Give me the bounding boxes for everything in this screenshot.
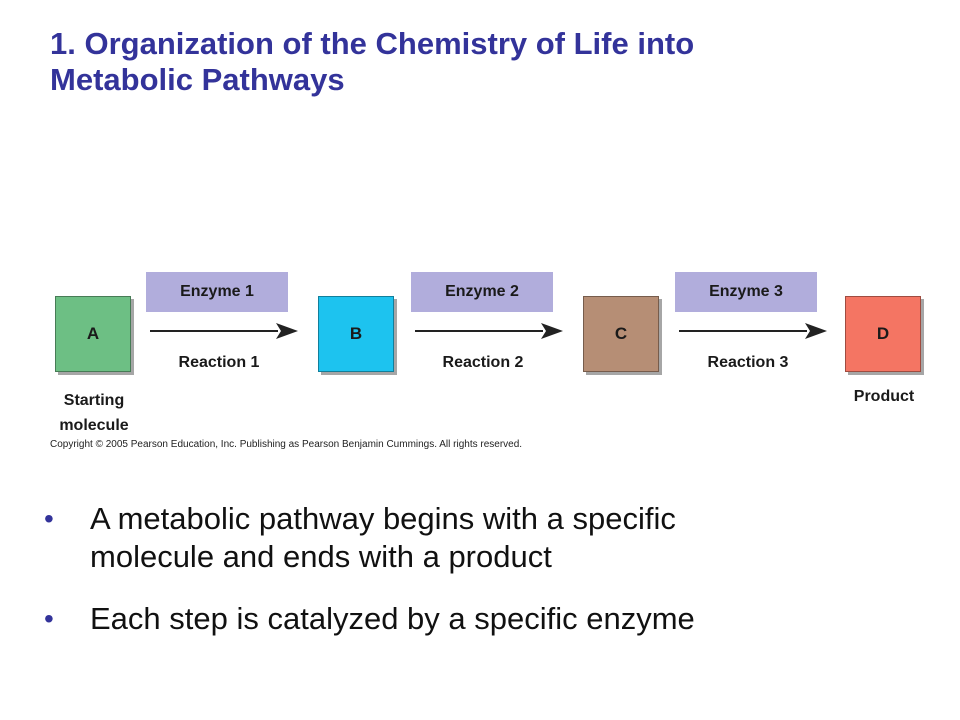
enzyme-2-box: Enzyme 2 bbox=[411, 272, 553, 312]
molecule-a-box: A bbox=[55, 296, 131, 372]
enzyme-1-label: Enzyme 1 bbox=[180, 283, 254, 300]
starting-label-line-2: molecule bbox=[59, 417, 129, 434]
molecule-a-label: A bbox=[86, 324, 100, 343]
title-line-1: 1. Organization of the Chemistry of Life… bbox=[50, 26, 695, 61]
title-line-2: Metabolic Pathways bbox=[50, 62, 345, 97]
molecule-b-box: B bbox=[318, 296, 394, 372]
starting-label-line-1: Starting bbox=[63, 392, 125, 409]
bullet-1-line-2: molecule and ends with a product bbox=[90, 539, 552, 574]
molecule-d-box: D bbox=[845, 296, 921, 372]
bullet-item-2: • Each step is catalyzed by a specific e… bbox=[40, 600, 920, 638]
molecule-b-label: B bbox=[349, 324, 363, 343]
reaction-2-label: Reaction 2 bbox=[442, 354, 524, 371]
reaction-3-label: Reaction 3 bbox=[707, 354, 789, 371]
page-title: 1. Organization of the Chemistry of Life… bbox=[50, 26, 910, 98]
bullet-1-line-1: A metabolic pathway begins with a specif… bbox=[90, 501, 676, 536]
enzyme-3-label: Enzyme 3 bbox=[709, 283, 783, 300]
product-label: Product bbox=[853, 388, 915, 405]
enzyme-3-box: Enzyme 3 bbox=[675, 272, 817, 312]
molecule-d-label: D bbox=[876, 324, 890, 343]
starting-molecule-label: Starting molecule bbox=[44, 388, 144, 438]
bullet-2-line-1: Each step is catalyzed by a specific enz… bbox=[90, 601, 695, 636]
reaction-1-arrow-icon bbox=[150, 323, 298, 339]
molecule-c-box: C bbox=[583, 296, 659, 372]
bullet-item-1: • A metabolic pathway begins with a spec… bbox=[40, 500, 920, 576]
bullet-marker: • bbox=[44, 503, 54, 534]
reaction-3-arrow-icon bbox=[679, 323, 827, 339]
enzyme-2-label: Enzyme 2 bbox=[445, 283, 519, 300]
reaction-1-label: Reaction 1 bbox=[178, 354, 260, 371]
enzyme-1-box: Enzyme 1 bbox=[146, 272, 288, 312]
bullet-list: • A metabolic pathway begins with a spec… bbox=[40, 500, 920, 662]
molecule-c-label: C bbox=[614, 324, 628, 343]
reaction-2-arrow-icon bbox=[415, 323, 563, 339]
bullet-marker: • bbox=[44, 603, 54, 634]
copyright-notice: Copyright © 2005 Pearson Education, Inc.… bbox=[50, 439, 523, 450]
